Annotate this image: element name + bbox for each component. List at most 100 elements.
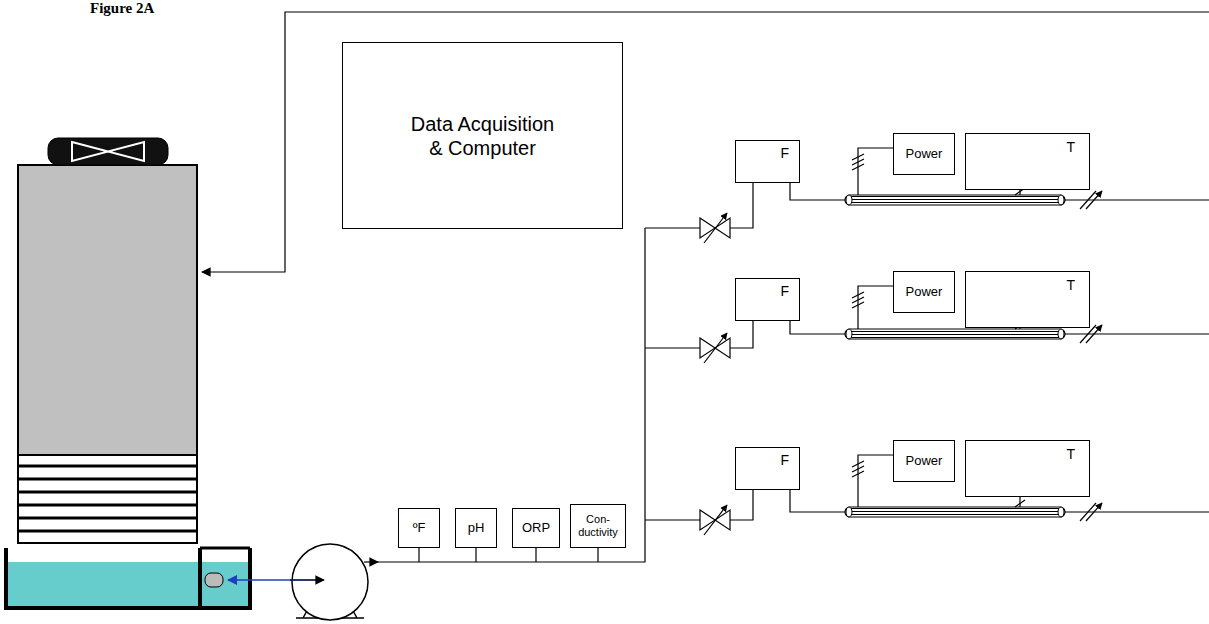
figure-title: Figure 2A [88,0,156,17]
louver-lines [18,466,197,531]
test-sections [645,148,1209,535]
tower-louvers [18,455,197,543]
outlet-pipe [1065,199,1209,200]
lead-hatch [852,302,864,308]
box-label: F [780,145,789,162]
needle-valve [1086,191,1102,209]
cooling-tower [6,138,250,608]
tube-end [846,507,852,517]
lead-hatch [852,297,864,303]
sump-wall [198,548,202,608]
meter-outlet [790,183,845,200]
meter-inlet [730,183,753,228]
pump-casing [292,544,368,620]
box-label: pH [468,520,485,536]
lead-hatch [852,164,864,170]
branch-pipe [645,227,700,228]
louver-line [18,517,197,520]
heated-tube [845,507,1065,517]
lead-hatch [852,159,864,165]
valve-adjust [704,333,727,363]
basin [6,548,250,608]
temperature-box: T [965,133,1090,190]
power-box: Power [893,133,955,175]
thermocouple-lead [1019,497,1020,507]
sensor-box: ºF [398,508,440,548]
lead-hatch [852,292,864,298]
louver-line [18,504,197,507]
branch-pipe [645,519,700,520]
valve-adjust [704,505,727,535]
tube-end [846,329,852,339]
power-lead [858,148,893,195]
pump [228,544,378,620]
sensor-box: Con- ductivity [570,504,626,548]
tube-bundle [850,330,1060,338]
fan-blades [72,142,144,161]
temperature-box: T [965,271,1090,328]
sensor-box: pH [455,508,497,548]
louver-line [18,478,197,481]
computer-box: Data Acquisition & Computer [342,42,623,229]
box-label: Power [906,146,943,162]
box-label: Data Acquisition & Computer [403,112,563,160]
tube-end [1058,507,1064,517]
temperature-box: T [965,440,1090,497]
sensor-taps [419,548,598,562]
meter-inlet [730,490,753,520]
valve-adjust [704,213,727,243]
discharge-arrow [364,561,378,562]
thermocouple-tick [1015,500,1025,507]
branch-pipe [645,347,700,348]
box-label: F [780,283,789,300]
header-pipe [378,228,645,562]
meter-inlet [730,321,753,348]
heated-tube [845,195,1065,205]
return-line [202,12,1209,272]
box-label: F [780,452,789,469]
sensor-tap [597,548,598,562]
intake [205,573,223,587]
tube-bundle [850,508,1060,516]
tube-end [1058,329,1064,339]
lead-hatch [852,154,864,160]
basin-water [8,562,248,606]
outlet-pipe [1065,511,1209,512]
box-label: ORP [522,520,550,536]
louver-line [18,465,197,468]
meter-outlet [790,490,845,512]
sensor-tap [475,548,476,562]
flow-meter-box: F [735,278,800,321]
box-label: T [1066,277,1075,294]
box-label: Power [906,453,943,469]
suction-arrow [290,579,324,580]
sensor-box: ORP [512,508,560,548]
box-label: T [1066,139,1075,156]
box-label: ºF [413,520,426,536]
louver-line [18,530,197,533]
lead-hatch [852,471,864,477]
tube-bundle [850,196,1060,204]
lead-hatch [852,461,864,467]
louver-line [18,491,197,494]
lead-hatch [852,466,864,472]
sump-top [200,547,250,550]
fan-housing [48,138,168,165]
power-box: Power [893,271,955,313]
flow-meter-box: F [735,140,800,183]
box-label: Power [906,284,943,300]
tube-end [846,195,852,205]
power-lead [858,455,893,507]
tube-end [1058,195,1064,205]
meter-outlet [790,321,845,334]
box-label: Con- ductivity [573,513,623,539]
power-box: Power [893,440,955,482]
heated-tube [845,329,1065,339]
sensor-tap [418,548,419,562]
sensor-tap [535,548,536,562]
flow-meter-box: F [735,447,800,490]
box-label: T [1066,446,1075,463]
thermocouple-lead [1019,328,1020,329]
tower-body [18,165,197,455]
